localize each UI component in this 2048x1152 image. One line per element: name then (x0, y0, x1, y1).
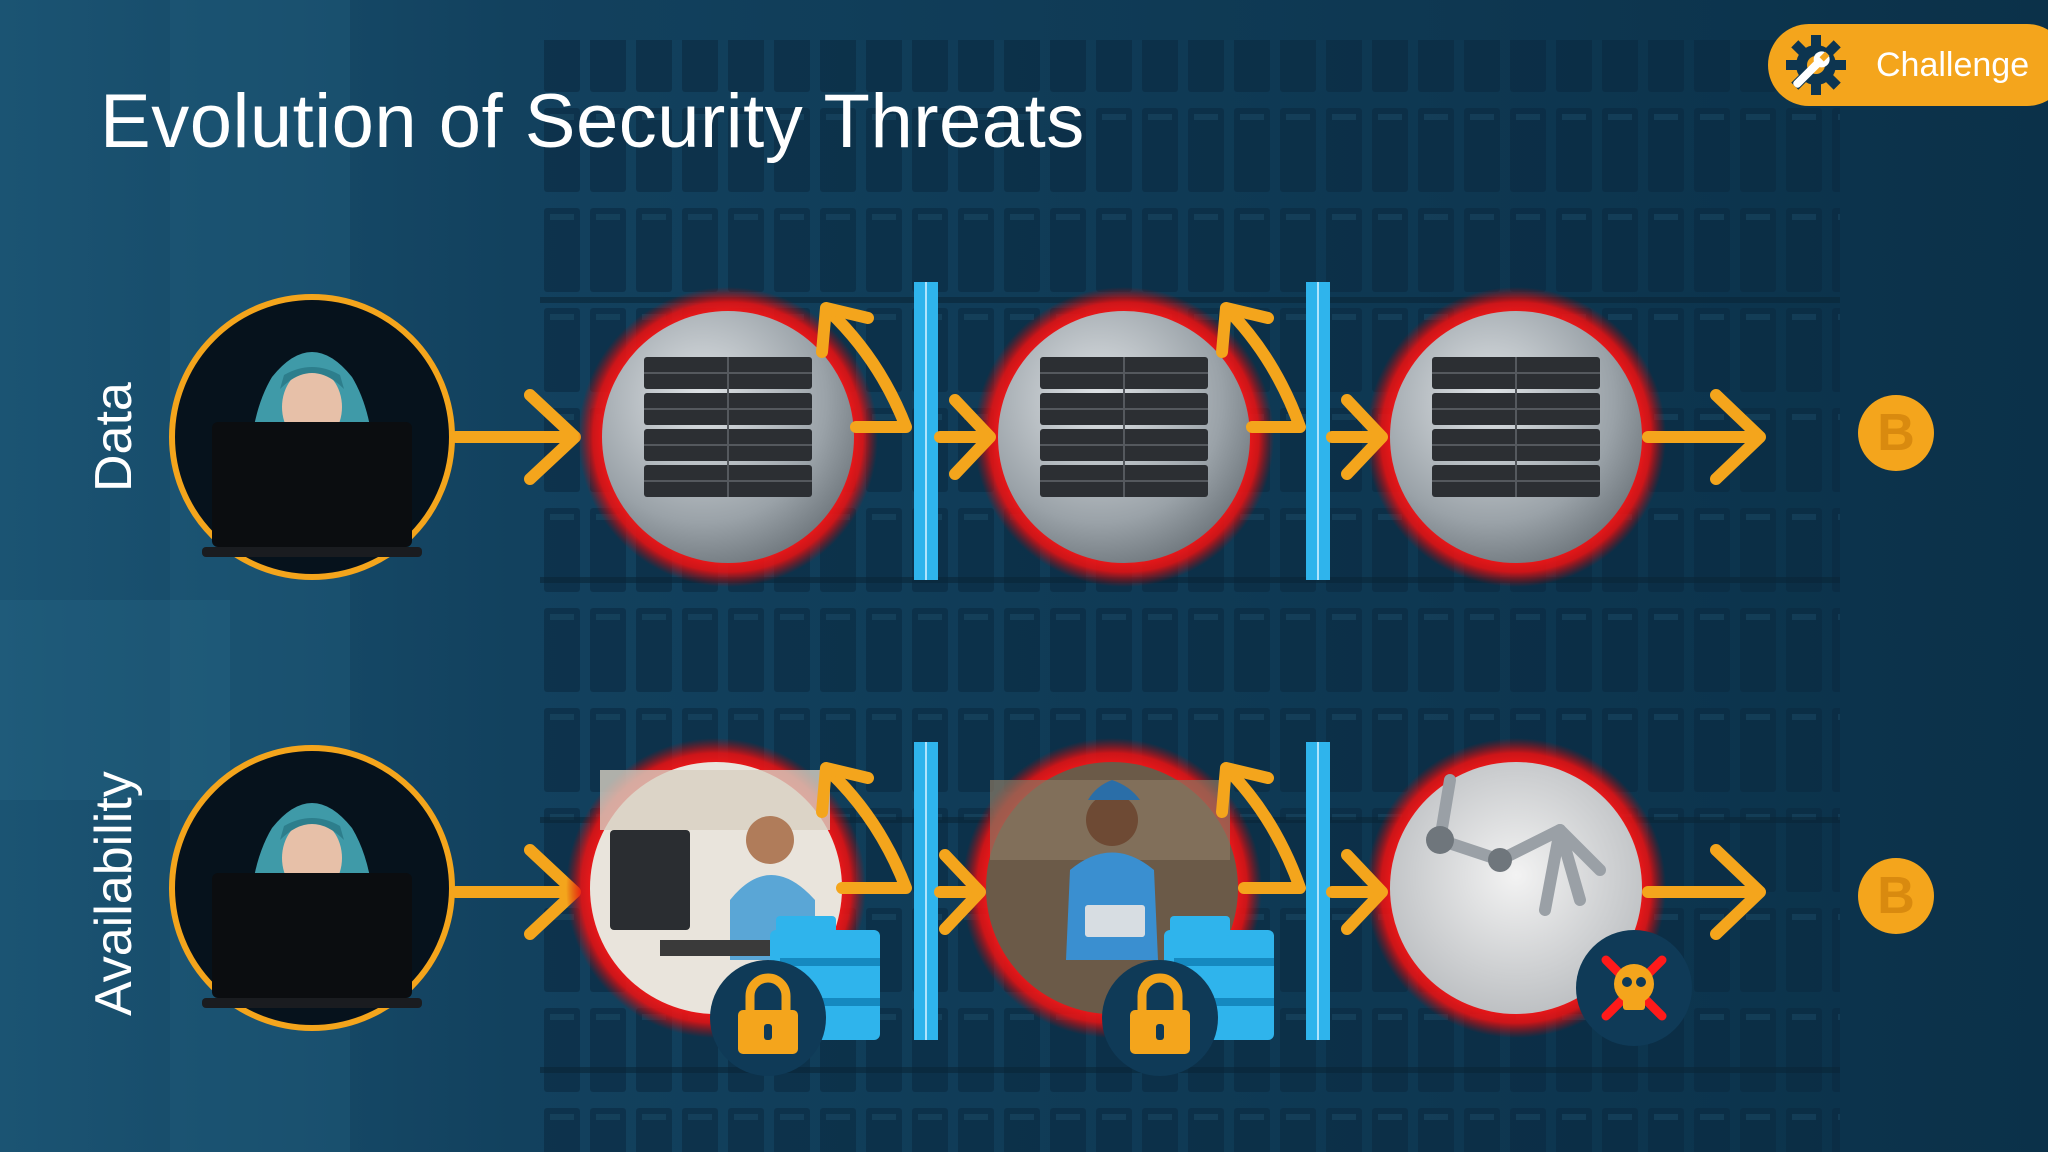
arrow-to-bitcoin-availability (1642, 844, 1766, 940)
server-node-1 (578, 287, 878, 587)
lock-icon (710, 960, 826, 1076)
robot-arm-node (1366, 738, 1666, 1038)
arrow-through-firewall-1 (934, 394, 996, 480)
skull-crossbones-icon (1576, 930, 1692, 1046)
arrow-through-firewall-2 (1326, 394, 1388, 480)
bounce-arrow-4 (1216, 762, 1306, 894)
slide-title: Evolution of Security Threats (100, 79, 1085, 164)
arrow-hacker-to-server (450, 389, 581, 485)
arrow-through-firewall-4 (1326, 849, 1388, 935)
hacker-icon-availability (172, 748, 452, 1028)
lock-icon (1102, 960, 1218, 1076)
bounce-arrow-1 (816, 302, 912, 433)
challenge-label: Challenge (1876, 45, 2030, 84)
bounce-arrow-3 (816, 762, 912, 894)
arrow-hacker-to-office (450, 844, 581, 940)
challenge-badge: Challenge (1768, 24, 2048, 106)
bitcoin-icon (1858, 395, 1934, 471)
firewall-bar-2 (1305, 281, 1331, 581)
server-node-3 (1366, 287, 1666, 587)
arrow-to-bitcoin (1642, 389, 1766, 485)
row-availability (172, 738, 1934, 1076)
server-node-2 (974, 287, 1274, 587)
bounce-arrow-2 (1216, 302, 1306, 433)
hacker-icon-data (172, 297, 452, 577)
bitcoin-icon (1858, 858, 1934, 934)
row-data (172, 281, 1934, 587)
gear-wrench-icon (1786, 35, 1846, 95)
arrow-through-firewall-3 (934, 849, 986, 935)
firewall-bar-1 (913, 281, 939, 581)
